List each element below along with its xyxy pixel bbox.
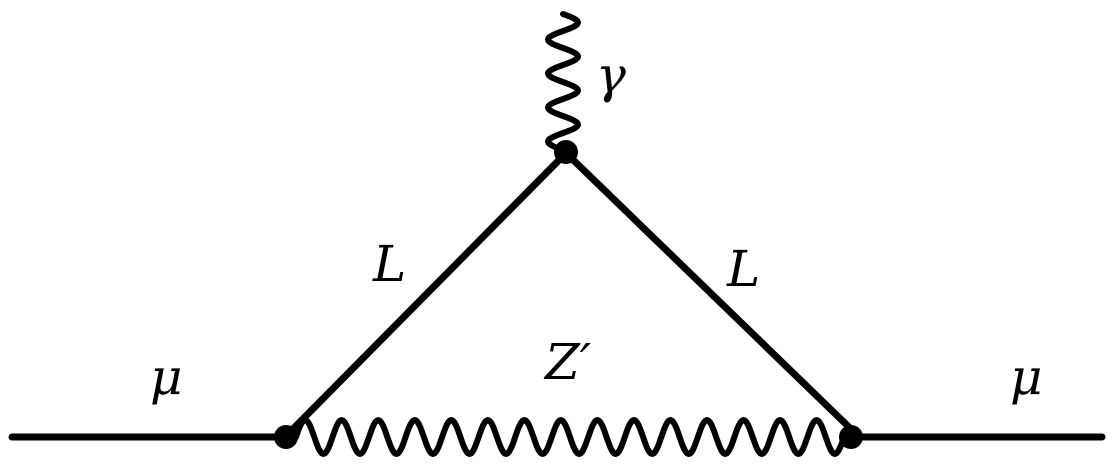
- photon-line: [545, 11, 581, 153]
- muon-in-label: μ: [150, 348, 183, 406]
- left-lepton-label: L: [372, 235, 406, 293]
- top-vertex: [554, 140, 578, 164]
- zprime-boson-line: [293, 417, 847, 457]
- left-vertex: [274, 425, 298, 449]
- muon-out-label: μ: [1010, 348, 1043, 406]
- right-vertex: [839, 425, 863, 449]
- right-lepton-label: L: [726, 240, 760, 298]
- right-lepton-line: [562, 149, 856, 434]
- photon-label: γ: [596, 46, 626, 104]
- left-lepton-line: [288, 149, 570, 434]
- zprime-label: Z′: [543, 333, 592, 391]
